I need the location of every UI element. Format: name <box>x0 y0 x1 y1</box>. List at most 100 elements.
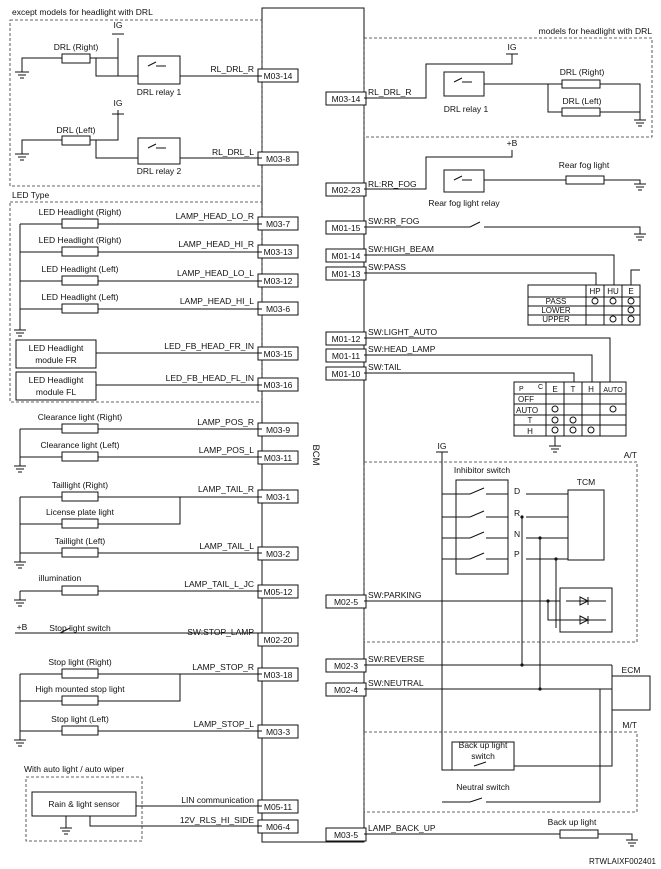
pin-left-m05-11: M05-11 <box>264 802 292 812</box>
b-label-2: +B <box>507 138 518 148</box>
pin-right-m01-12: M01-12 <box>332 334 361 344</box>
signal-rl-drl-l: RL_DRL_L <box>212 147 254 157</box>
label-backup-light: Back up light <box>548 817 597 827</box>
region-mt-label: M/T <box>622 720 637 730</box>
ig-label-1: IG <box>114 20 123 30</box>
label-taillight-r: Taillight (Right) <box>52 480 108 490</box>
signal-lamp-head-lo-l: LAMP_HEAD_LO_L <box>177 268 254 278</box>
label-tcm: TCM <box>577 477 595 487</box>
label-drl-relay-1-right: DRL relay 1 <box>444 104 489 114</box>
ig-label-4: IG <box>438 441 447 451</box>
label-rear-fog-relay: Rear fog light relay <box>428 198 500 208</box>
b-label-1: +B <box>17 622 28 632</box>
pin-right-m02-4: M02-4 <box>334 685 358 695</box>
region-led-label: LED Type <box>12 190 49 200</box>
region-no-drl-label: except models for headlight with DRL <box>12 7 153 17</box>
signal-sw-parking: SW:PARKING <box>368 590 422 600</box>
pin-left-m03-1: M03-1 <box>266 492 290 502</box>
label-led-head-lo-r: LED Headlight (Right) <box>39 207 122 217</box>
signal-sw-rr-fog: SW:RR_FOG <box>368 216 419 226</box>
pin-right-m01-14: M01-14 <box>332 251 361 261</box>
signal-12v-rls: 12V_RLS_HI_SIDE <box>180 815 255 825</box>
label-rls: Rain & light sensor <box>48 799 120 809</box>
pin-left-m03-8: M03-8 <box>266 154 290 164</box>
light-row-h: H <box>527 427 533 436</box>
label-led-module-fl-1: LED Headlight <box>29 375 84 385</box>
light-hdr-t: T <box>571 385 576 394</box>
bcm-label: BCM <box>310 444 321 465</box>
light-row-t: T <box>528 416 533 425</box>
region-no-drl <box>9 19 263 187</box>
label-high-mount: High mounted stop light <box>35 684 125 694</box>
pass-row-pass: PASS <box>546 297 567 306</box>
label-drl-relay-2: DRL relay 2 <box>137 166 182 176</box>
region-auto-light <box>25 776 143 842</box>
label-stop-l: Stop light (Left) <box>51 714 109 724</box>
label-illumination: illumination <box>39 573 82 583</box>
signal-lamp-back-up: LAMP_BACK_UP <box>368 823 436 833</box>
ecm-box <box>611 675 651 711</box>
pin-right-m02-3: M02-3 <box>334 661 358 671</box>
label-led-head-hi-r: LED Headlight (Right) <box>39 235 122 245</box>
signal-rl-drl-r-left: RL_DRL_R <box>211 64 254 74</box>
inhibitor-switch <box>455 479 509 575</box>
inhibitor-p: P <box>514 549 520 559</box>
region-drl <box>363 37 653 138</box>
light-corner-p: P <box>519 386 524 393</box>
pin-left-m03-11: M03-11 <box>264 453 292 463</box>
pass-hdr-hp: HP <box>589 287 600 296</box>
signal-sw-pass: SW:PASS <box>368 262 406 272</box>
inhibitor-r: R <box>514 508 520 518</box>
left-wiring: DRL relay 1 DRL (Right) IG DRL relay 2 D… <box>14 20 262 835</box>
footer-code: RTWLAIXF002401 <box>589 857 657 866</box>
pin-right-m01-10: M01-10 <box>332 369 361 379</box>
label-backup-switch-1: Back up light <box>459 740 508 750</box>
pin-right-m02-23: M02-23 <box>332 185 361 195</box>
label-stop-switch: Stop light switch <box>49 623 111 633</box>
inhibitor-n: N <box>514 529 520 539</box>
pin-left-m05-12: M05-12 <box>264 587 293 597</box>
light-row-auto: AUTO <box>516 406 538 415</box>
signal-sw-tail: SW:TAIL <box>368 362 401 372</box>
light-corner-c: C <box>538 384 543 391</box>
signal-sw-reverse: SW:REVERSE <box>368 654 425 664</box>
region-drl-label: models for headlight with DRL <box>539 26 653 36</box>
backup-light-switch <box>451 741 515 771</box>
label-backup-switch-2: switch <box>471 751 495 761</box>
signal-lamp-tail-l: LAMP_TAIL_L <box>199 541 254 551</box>
tcm-box <box>567 489 605 561</box>
pin-left-m06-4: M06-4 <box>266 822 290 832</box>
left-pins: M03-14 RL_DRL_R M03-8 RL_DRL_L M03-7 LAM… <box>164 64 299 834</box>
signal-rl-drl-r-right: RL_DRL_R <box>368 87 411 97</box>
label-led-head-lo-l: LED Headlight (Left) <box>41 264 118 274</box>
right-pins: M03-14 RL_DRL_R M02-23 RL:RR_FOG M01-15 … <box>325 87 438 842</box>
light-hdr-e: E <box>552 385 557 394</box>
label-neutral-switch: Neutral switch <box>456 782 510 792</box>
right-wiring: IG DRL relay 1 DRL (Right) DRL (Left) +B… <box>364 42 651 847</box>
signal-led-fb-fl: LED_FB_HEAD_FL_IN <box>166 373 254 383</box>
signal-lamp-pos-l: LAMP_POS_L <box>199 445 255 455</box>
pin-right-m01-13: M01-13 <box>332 269 361 279</box>
pin-left-m03-13: M03-13 <box>264 247 293 257</box>
label-drl-right-left: DRL (Right) <box>54 42 99 52</box>
label-stop-r: Stop light (Right) <box>48 657 111 667</box>
inhibitor-d: D <box>514 486 520 496</box>
label-rear-fog-light: Rear fog light <box>559 160 610 170</box>
pin-left-m03-2: M03-2 <box>266 549 290 559</box>
signal-led-fb-fr: LED_FB_HEAD_FR_IN <box>164 341 254 351</box>
label-led-module-fr-2: module FR <box>35 355 77 365</box>
label-license: License plate light <box>46 507 115 517</box>
pin-right-m03-5: M03-5 <box>334 830 358 840</box>
signal-lamp-stop-l: LAMP_STOP_L <box>194 719 255 729</box>
signal-lamp-head-hi-r: LAMP_HEAD_HI_R <box>178 239 254 249</box>
signal-sw-head-lamp: SW:HEAD_LAMP <box>368 344 436 354</box>
pin-left-m03-16: M03-16 <box>264 380 293 390</box>
pin-left-m03-3: M03-3 <box>266 727 290 737</box>
label-led-module-fr-1: LED Headlight <box>29 343 84 353</box>
light-hdr-auto: AUTO <box>603 387 623 394</box>
pin-left-m02-20: M02-20 <box>264 635 293 645</box>
label-taillight-l: Taillight (Left) <box>55 536 106 546</box>
signal-lamp-head-hi-l: LAMP_HEAD_HI_L <box>180 296 254 306</box>
pin-left-m03-18: M03-18 <box>264 670 293 680</box>
